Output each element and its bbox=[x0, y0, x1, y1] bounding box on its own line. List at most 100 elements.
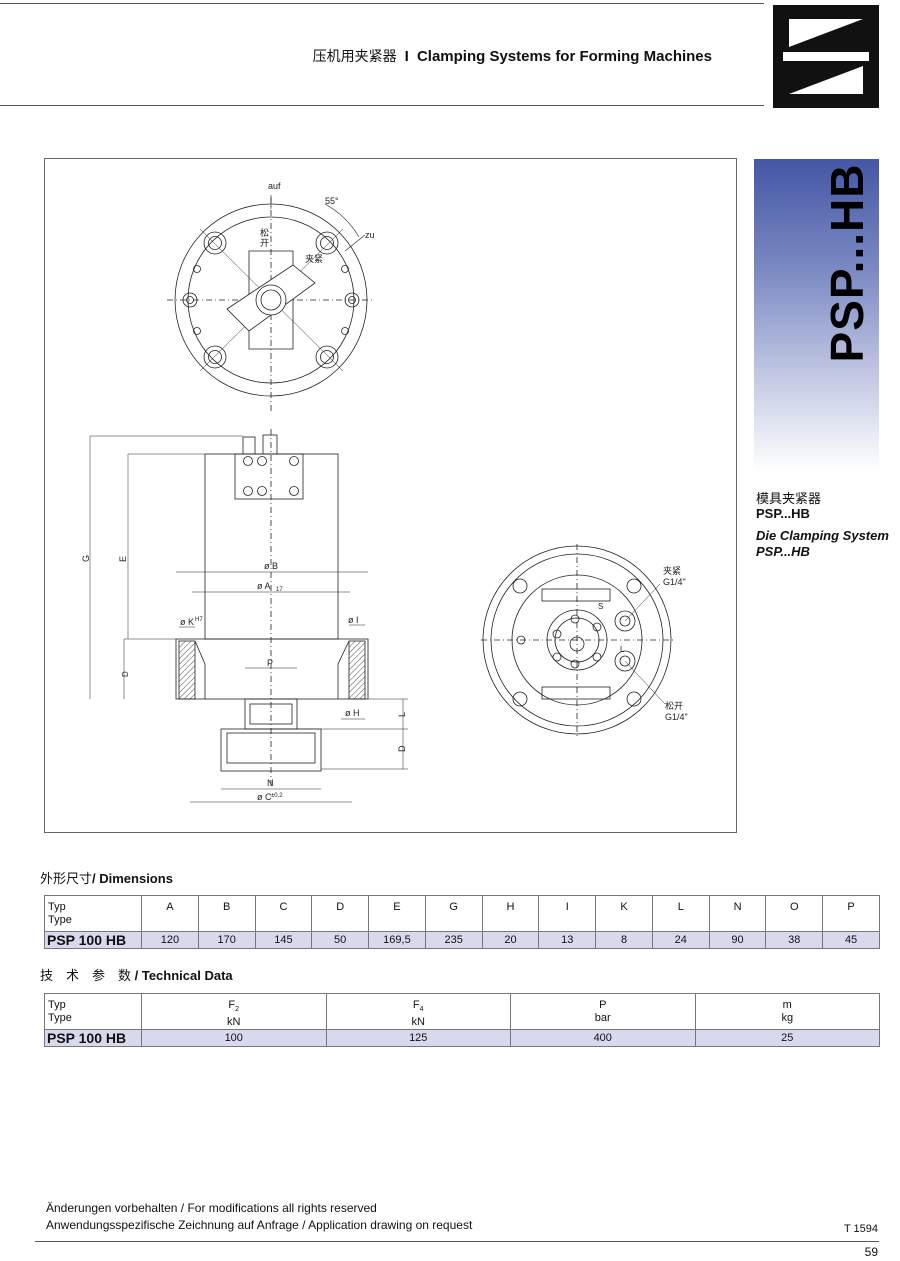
dim-col-header: P bbox=[822, 895, 880, 932]
label-G: G bbox=[81, 555, 91, 562]
company-logo bbox=[773, 5, 879, 108]
header-top-rule bbox=[0, 3, 764, 4]
dim-value: 20 bbox=[481, 931, 540, 949]
dim-value: 38 bbox=[765, 931, 824, 949]
dim-value: 170 bbox=[197, 931, 256, 949]
dim-value: 50 bbox=[311, 931, 370, 949]
dim-col-header: G bbox=[424, 895, 483, 932]
dim-value: 45 bbox=[822, 931, 880, 949]
label-release-port: G1/4" bbox=[665, 712, 688, 722]
technical-title-cn: 技 术 参 数 bbox=[40, 969, 132, 984]
tech-value: 100 bbox=[141, 1029, 327, 1048]
dim-col-header: B bbox=[197, 895, 256, 932]
bottom-view: 夹紧 G1/4" 松开 G1/4" S L bbox=[481, 544, 688, 739]
header-separator: I bbox=[404, 48, 409, 65]
dim-col-header: H bbox=[481, 895, 540, 932]
header-bottom-rule bbox=[0, 105, 764, 106]
label-I: ø I bbox=[348, 615, 359, 625]
product-description-line1: Die Clamping System bbox=[756, 528, 889, 543]
dim-value: 169,5 bbox=[368, 931, 426, 949]
dimensions-title-en: / Dimensions bbox=[92, 871, 173, 886]
label-P: P bbox=[267, 658, 273, 668]
label-L: L bbox=[397, 712, 407, 717]
table-row: PSP 100 HB 100 125 400 25 bbox=[44, 1029, 880, 1048]
dimensions-title-cn: 外形尺寸 bbox=[40, 872, 93, 887]
label-H: ø H bbox=[345, 708, 360, 718]
label-A-sub: 17 bbox=[276, 587, 283, 593]
dim-value: 90 bbox=[708, 931, 767, 949]
technical-title: 技 术 参 数 / Technical Data bbox=[40, 965, 233, 984]
dim-col-header: O bbox=[765, 895, 824, 932]
label-D-lower: D bbox=[121, 671, 130, 677]
label-S: S bbox=[598, 602, 603, 611]
label-C: ø C bbox=[257, 792, 272, 802]
tech-value: 25 bbox=[694, 1029, 880, 1048]
footer-note-1: Änderungen vorbehalten / For modificatio… bbox=[46, 1201, 377, 1215]
dim-value: 235 bbox=[424, 931, 483, 949]
technical-model: PSP 100 HB bbox=[44, 1029, 142, 1048]
label-C-sup: ±0.2 bbox=[271, 793, 283, 799]
dim-value: 120 bbox=[141, 931, 199, 949]
label-K: ø K bbox=[180, 617, 194, 627]
dim-value: 145 bbox=[254, 931, 313, 949]
dim-col-header: K bbox=[595, 895, 653, 932]
label-clamp-port-cn: 夹紧 bbox=[663, 565, 681, 577]
label-D: D bbox=[397, 745, 407, 752]
dim-col-header: C bbox=[254, 895, 313, 932]
label-clamp: 夹紧 bbox=[305, 253, 323, 265]
product-name-cn: 模具夹紧器 bbox=[756, 492, 822, 507]
label-clamp-port: G1/4" bbox=[663, 577, 686, 587]
vertical-product-title-text: PSP...HB bbox=[821, 163, 873, 363]
vertical-product-title: PSP...HB bbox=[812, 158, 882, 368]
logo-mark-icon bbox=[783, 19, 869, 94]
label-B: ø B bbox=[264, 561, 278, 571]
dim-col-header: L bbox=[651, 895, 710, 932]
label-L-port: L bbox=[620, 645, 625, 654]
technical-drawing: auf 55° zu 松 开 夹紧 bbox=[81, 181, 688, 803]
document-number: T 1594 bbox=[843, 1223, 878, 1235]
footer-note-2: Anwendungsspezifische Zeichnung auf Anfr… bbox=[46, 1218, 473, 1232]
label-A: ø A bbox=[257, 581, 271, 591]
label-angle: 55° bbox=[325, 196, 339, 206]
product-description-line2: PSP...HB bbox=[756, 544, 810, 559]
header-title-en: Clamping Systems for Forming Machines bbox=[416, 48, 712, 65]
technical-drawing-frame: auf 55° zu 松 开 夹紧 bbox=[44, 158, 737, 833]
label-K-sup: H7 bbox=[195, 617, 203, 623]
side-gradient-band bbox=[754, 159, 879, 471]
dimensions-title: 外形尺寸/ Dimensions bbox=[40, 868, 173, 887]
dim-col-header: A bbox=[141, 895, 199, 932]
dim-value: 24 bbox=[651, 931, 710, 949]
top-view: auf 55° zu 松 开 夹紧 bbox=[167, 181, 375, 411]
dim-col-header: I bbox=[538, 895, 597, 932]
table-row: PSP 100 HB 120 170 145 50 169,5 235 20 1… bbox=[44, 931, 880, 949]
page-header-title: 压机用夹紧器 I Clamping Systems for Forming Mac… bbox=[313, 46, 712, 66]
header-title-cn: 压机用夹紧器 bbox=[312, 49, 397, 65]
dim-col-header: E bbox=[368, 895, 426, 932]
footer-rule bbox=[35, 1241, 879, 1242]
product-code: PSP...HB bbox=[756, 506, 810, 521]
technical-title-en: / Technical Data bbox=[131, 968, 233, 983]
dim-col-header: D bbox=[311, 895, 370, 932]
dim-value: 13 bbox=[538, 931, 597, 949]
page-number: 59 bbox=[864, 1245, 878, 1259]
label-E: E bbox=[118, 556, 128, 562]
label-release-2: 开 bbox=[260, 238, 269, 249]
label-release-1: 松 bbox=[260, 227, 269, 239]
label-zu: zu bbox=[365, 230, 375, 240]
label-auf: auf bbox=[268, 181, 281, 191]
label-release-port-cn: 松开 bbox=[665, 700, 683, 712]
dim-col-header: N bbox=[708, 895, 767, 932]
dimensions-model: PSP 100 HB bbox=[44, 931, 142, 949]
label-N: N bbox=[267, 778, 274, 788]
tech-value: 400 bbox=[510, 1029, 696, 1048]
